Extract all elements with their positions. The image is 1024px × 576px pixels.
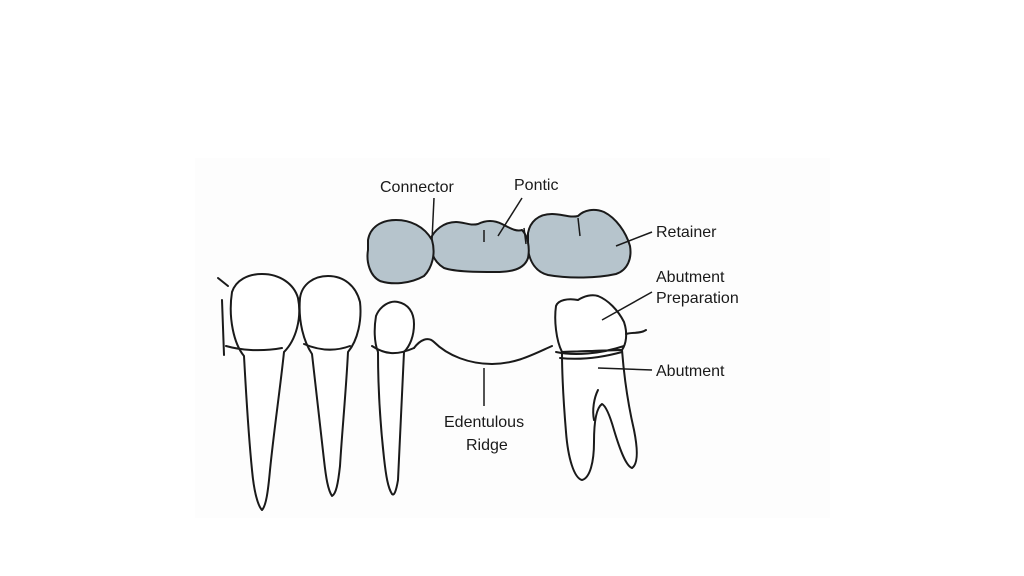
- leader-abutment: [597, 367, 653, 371]
- leader-connector: [431, 197, 435, 241]
- jaw-right-edge: [625, 329, 647, 335]
- abutment-preparation-crown: [554, 294, 628, 353]
- label-pontic: Pontic: [514, 177, 558, 194]
- natural-teeth: [217, 273, 415, 511]
- leader-abutment-preparation: [601, 291, 653, 321]
- bridge-retainer-groove: [577, 217, 581, 237]
- bridge-left-unit: [366, 219, 435, 285]
- abutment-furcation: [592, 389, 599, 421]
- bridge-prosthesis: [366, 208, 632, 285]
- bridge-connector-join: [523, 227, 527, 245]
- tooth-2-cej: [303, 343, 351, 351]
- tooth-2: [298, 275, 362, 497]
- label-abutment-preparation-line2: Preparation: [656, 290, 739, 307]
- tooth-3-cej: [371, 345, 415, 354]
- leader-retainer: [615, 231, 653, 247]
- bridge-retainer-crown: [527, 208, 632, 279]
- edentulous-ridge-line: [413, 338, 553, 365]
- label-abutment-preparation-line1: Abutment: [656, 269, 725, 286]
- abutment-margin-lower: [559, 351, 623, 360]
- dental-bridge-figure: [195, 158, 830, 518]
- labels: Connector Pontic Retainer Abutment Prepa…: [380, 177, 739, 454]
- label-connector: Connector: [380, 179, 454, 196]
- leader-lines: [431, 197, 653, 406]
- abutment-margin: [555, 345, 625, 355]
- leader-pontic: [497, 197, 523, 237]
- bridge-pontic: [429, 220, 530, 273]
- abutment-tooth: [554, 294, 647, 481]
- tooth-3: [373, 300, 415, 496]
- label-abutment: Abutment: [656, 363, 725, 380]
- tooth-1: [229, 273, 301, 511]
- tooth-1-cej: [225, 345, 283, 352]
- label-edentulous-ridge-line1: Edentulous: [444, 414, 524, 431]
- jaw-left-edge: [217, 277, 229, 356]
- label-retainer: Retainer: [656, 224, 717, 241]
- abutment-root: [561, 349, 638, 481]
- label-edentulous-ridge-line2: Ridge: [466, 437, 508, 454]
